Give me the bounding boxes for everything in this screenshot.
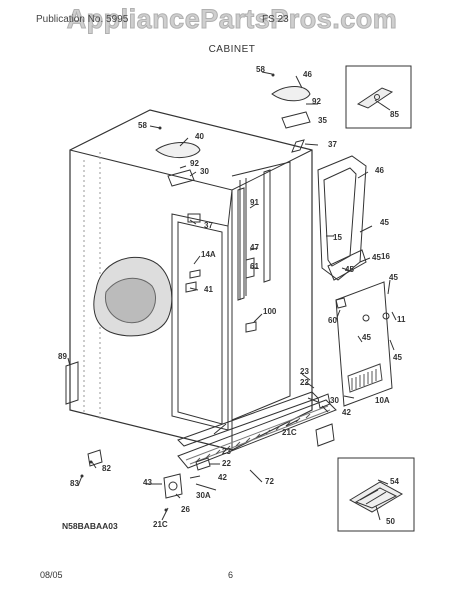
part-label: 54 [390, 477, 399, 486]
part-label: 42 [342, 408, 351, 417]
part-label: 82 [102, 464, 111, 473]
part-label: 61 [250, 262, 259, 271]
part-label: 83 [70, 479, 79, 488]
part-label: 43 [143, 478, 152, 487]
part-label: 15 [333, 233, 342, 242]
part-label: 23 [222, 447, 231, 456]
part-label: 26 [181, 505, 190, 514]
part-label: 92 [312, 97, 321, 106]
part-label: 22 [222, 459, 231, 468]
part-label: 58 [256, 65, 265, 74]
part-label: 46 [303, 70, 312, 79]
part-label: 37 [204, 221, 213, 230]
part-label: 35 [318, 116, 327, 125]
part-label: 85 [390, 110, 399, 119]
part-label: 72 [265, 477, 274, 486]
part-label: 11 [397, 315, 406, 324]
part-label: 30 [330, 396, 339, 405]
part-label: 37 [328, 140, 337, 149]
part-label: 41 [204, 285, 213, 294]
part-label: 10A [375, 396, 390, 405]
part-label: 47 [250, 243, 259, 252]
part-label: 40 [195, 132, 204, 141]
inset-box-bottom [337, 457, 415, 532]
part-label: 46 [375, 166, 384, 175]
part-label: 58 [138, 121, 147, 130]
part-label: 91 [250, 198, 259, 207]
part-label: 42 [218, 473, 227, 482]
part-label: 89 [58, 352, 67, 361]
part-label: 50 [386, 517, 395, 526]
publication-number: Publication No. 5995 [36, 14, 129, 25]
part-label: 100 [263, 307, 277, 316]
part-label: 45 [372, 253, 381, 262]
part-label: 30A [196, 491, 211, 500]
inset-box-top [345, 65, 412, 129]
part-label: 22 [300, 378, 309, 387]
part-label: 30 [200, 167, 209, 176]
footer-page-number: 6 [228, 570, 234, 580]
footer-date: 08/05 [40, 570, 63, 580]
part-label: 45 [362, 333, 371, 342]
part-label: 45 [389, 273, 398, 282]
part-label: 92 [190, 159, 199, 168]
part-label: 45 [380, 218, 389, 227]
watermark: AppliancePartsPros.com [66, 4, 398, 35]
part-label: 60 [328, 316, 337, 325]
part-label: 45 [345, 265, 354, 274]
part-label: 45 [393, 353, 402, 362]
part-label: 16 [381, 252, 390, 261]
part-label: 21C [282, 428, 297, 437]
part-label: 21C [153, 520, 168, 529]
part-label: 23 [300, 367, 309, 376]
part-label: 14A [201, 250, 216, 259]
diagram-code: N58BABAA03 [62, 521, 118, 531]
section-title: CABINET [208, 44, 256, 55]
model-number: FS 23 [262, 14, 289, 25]
